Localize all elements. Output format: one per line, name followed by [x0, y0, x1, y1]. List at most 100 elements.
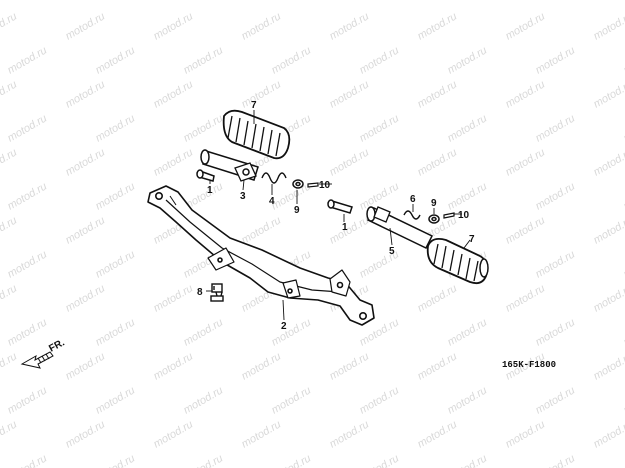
watermark-text: motod.ru: [358, 248, 402, 280]
watermark-text: motod.ru: [622, 180, 625, 212]
watermark-text: motod.ru: [328, 418, 372, 450]
callout-2: 2: [281, 321, 287, 332]
watermark-text: motod.ru: [446, 452, 490, 468]
watermark-text: motod.ru: [328, 146, 372, 178]
watermark-text: motod.ru: [270, 180, 314, 212]
watermark-text: motod.ru: [94, 316, 138, 348]
callout-8: 8: [197, 287, 203, 298]
left-footpeg-assembly: [196, 109, 319, 189]
watermark-text: motod.ru: [182, 452, 226, 468]
watermark-text: motod.ru: [152, 10, 196, 42]
watermark-text: motod.ru: [504, 282, 548, 314]
step-bar-part: [147, 185, 375, 326]
watermark-text: motod.ru: [94, 180, 138, 212]
watermark-text: motod.ru: [152, 78, 196, 110]
watermark-text: motod.ru: [592, 78, 625, 110]
watermark-text: motod.ru: [446, 384, 490, 416]
diagram-code: 165K-F1800: [502, 360, 556, 370]
watermark-text: motod.ru: [182, 44, 226, 76]
watermark-text: motod.ru: [94, 112, 138, 144]
watermark-text: motod.ru: [6, 452, 50, 468]
watermark-text: motod.ru: [504, 10, 548, 42]
callout-1-left: 1: [207, 185, 213, 196]
watermark-text: motod.ru: [270, 384, 314, 416]
watermark-text: motod.ru: [240, 10, 284, 42]
watermark-text: motod.ru: [534, 248, 578, 280]
watermark-text: motod.ru: [328, 10, 372, 42]
front-direction-label: FR.: [47, 337, 67, 354]
watermark-text: motod.ru: [446, 316, 490, 348]
watermark-text: motod.ru: [6, 112, 50, 144]
watermark-text: motod.ru: [416, 78, 460, 110]
watermark-text: motod.ru: [622, 112, 625, 144]
watermark-text: motod.ru: [0, 10, 19, 42]
front-arrow-icon: [20, 351, 54, 369]
watermark-text: motod.ru: [270, 452, 314, 468]
callout-9-left: 9: [294, 205, 300, 216]
watermark-text: motod.ru: [6, 44, 50, 76]
watermark-text: motod.ru: [592, 146, 625, 178]
watermark-text: motod.ru: [504, 214, 548, 246]
watermark-text: motod.ru: [0, 350, 19, 382]
watermark-text: motod.ru: [534, 112, 578, 144]
watermark-text: motod.ru: [6, 316, 50, 348]
watermark-text: motod.ru: [446, 180, 490, 212]
watermark-text: motod.ru: [94, 44, 138, 76]
watermark-text: motod.ru: [504, 146, 548, 178]
watermark-text: motod.ru: [0, 282, 19, 314]
right-footpeg-assembly: [327, 199, 489, 285]
watermark-text: motod.ru: [504, 78, 548, 110]
watermark-text: motod.ru: [328, 214, 372, 246]
callout-7-right: 7: [469, 234, 475, 245]
watermark-text: motod.ru: [358, 44, 402, 76]
watermark-text: motod.ru: [94, 384, 138, 416]
watermark-text: motod.ru: [152, 350, 196, 382]
callout-10-left: 10: [319, 180, 331, 191]
watermark-text: motod.ru: [446, 112, 490, 144]
watermark-text: motod.ru: [416, 350, 460, 382]
callout-3: 3: [240, 191, 246, 202]
mounting-bolt-part: [210, 283, 224, 302]
watermark-text: motod.ru: [0, 418, 19, 450]
watermark-text: motod.ru: [622, 44, 625, 76]
watermark-text: motod.ru: [240, 350, 284, 382]
watermark-text: motod.ru: [534, 316, 578, 348]
watermark-text: motod.ru: [6, 248, 50, 280]
watermark-text: motod.ru: [416, 146, 460, 178]
callout-1-right: 1: [342, 222, 348, 233]
watermark-text: motod.ru: [152, 282, 196, 314]
callout-4: 4: [269, 196, 275, 207]
watermark-text: motod.ru: [534, 452, 578, 468]
watermark-text: motod.ru: [622, 316, 625, 348]
watermark-text: motod.ru: [622, 384, 625, 416]
watermark-text: motod.ru: [0, 146, 19, 178]
watermark-text: motod.ru: [240, 78, 284, 110]
watermark-text: motod.ru: [416, 418, 460, 450]
leader-lines: [206, 110, 471, 321]
watermark-text: motod.ru: [534, 384, 578, 416]
watermark-text: motod.ru: [152, 146, 196, 178]
footpeg-rubber-left: [222, 109, 291, 160]
watermark-text: motod.ru: [592, 282, 625, 314]
watermark-text: motod.ru: [270, 44, 314, 76]
front-direction-indicator: FR.: [20, 337, 67, 369]
watermark-text: motod.ru: [622, 452, 625, 468]
callouts: 7 1 3 4 9 10 1 6 9 10 7 5 8 2: [197, 100, 475, 332]
watermark-text: motod.ru: [64, 350, 108, 382]
callout-6: 6: [410, 194, 416, 205]
watermark-text: motod.ru: [358, 112, 402, 144]
watermark-text: motod.ru: [622, 248, 625, 280]
watermark-text: motod.ru: [592, 10, 625, 42]
watermark-text: motod.ru: [94, 248, 138, 280]
watermark-text: motod.ru: [64, 10, 108, 42]
watermark-text: motod.ru: [270, 316, 314, 348]
watermark-text: motod.ru: [0, 78, 19, 110]
watermark-text: motod.ru: [0, 214, 19, 246]
watermark-text: motod.ru: [534, 180, 578, 212]
watermark-text: motod.ru: [416, 10, 460, 42]
callout-9-right: 9: [431, 198, 437, 209]
watermark-text: motod.ru: [94, 452, 138, 468]
watermark-text: motod.ru: [592, 418, 625, 450]
watermark-text: motod.ru: [182, 316, 226, 348]
